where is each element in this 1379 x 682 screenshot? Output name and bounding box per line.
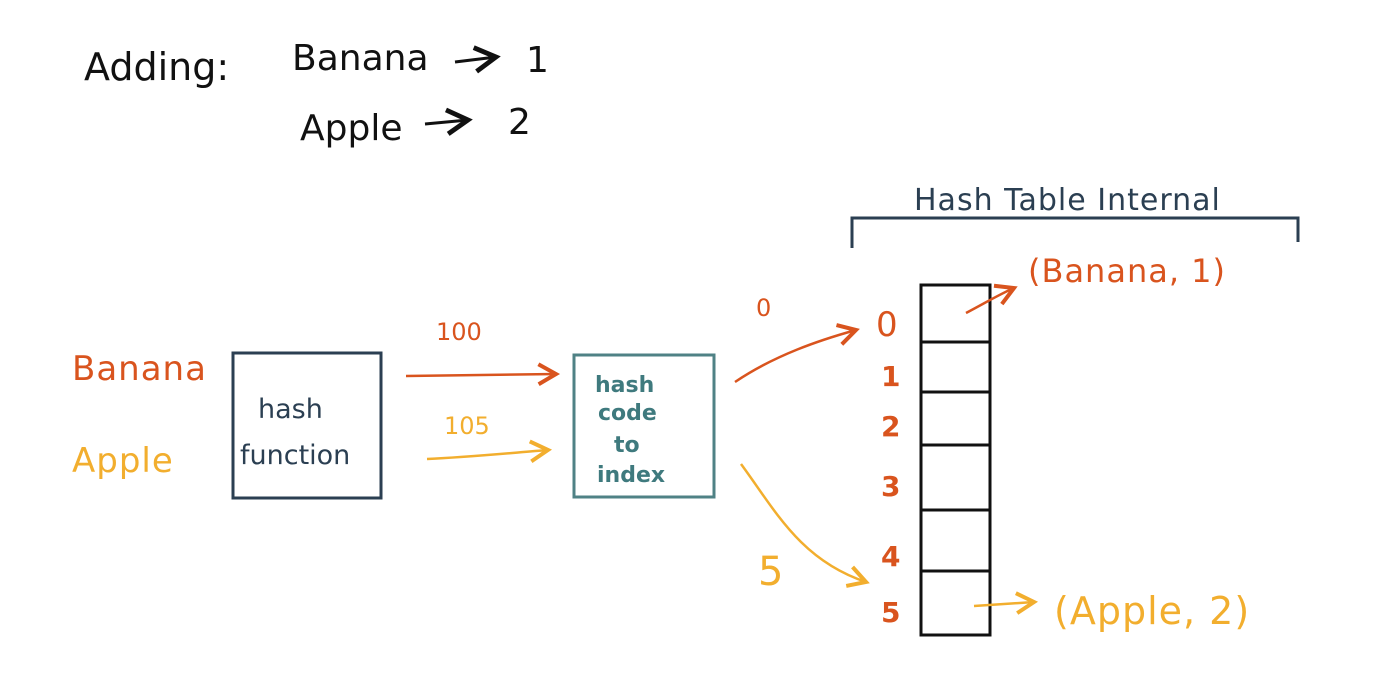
arrow-apple-index bbox=[739, 463, 870, 588]
index-box-label-line1: hash bbox=[595, 373, 654, 398]
hash-code-banana: 100 bbox=[436, 318, 482, 346]
header-arrow-apple bbox=[424, 107, 473, 136]
header-pair-banana-value: 1 bbox=[526, 40, 549, 81]
hash-table bbox=[919, 283, 992, 637]
index-box-label-line2: code bbox=[598, 401, 657, 426]
arrow-banana-hash bbox=[405, 362, 561, 386]
hash-table-bracket bbox=[850, 216, 1300, 248]
hash-table-outline bbox=[919, 283, 992, 637]
header-pair-apple-key: Apple bbox=[300, 108, 402, 149]
arrow-banana-index bbox=[734, 323, 860, 384]
header-pair-apple-value: 2 bbox=[508, 102, 531, 143]
header-arrow-banana bbox=[454, 45, 501, 74]
index-box-label-line4: index bbox=[597, 463, 665, 488]
header-pair-banana-key: Banana bbox=[292, 38, 429, 79]
table-index-4: 4 bbox=[881, 540, 900, 573]
input-banana: Banana bbox=[72, 349, 207, 389]
entry-banana: (Banana, 1) bbox=[1028, 252, 1226, 290]
index-banana: 0 bbox=[756, 294, 771, 322]
table-index-0: 0 bbox=[876, 305, 898, 345]
arrow-entry-apple bbox=[973, 591, 1039, 615]
hash-table-caption: Hash Table Internal bbox=[914, 183, 1221, 218]
table-index-5: 5 bbox=[881, 596, 900, 629]
adding-label: Adding: bbox=[84, 45, 229, 89]
hash-code-to-index-box bbox=[572, 353, 716, 499]
hash-code-apple: 105 bbox=[444, 412, 490, 440]
arrow-apple-hash bbox=[426, 439, 553, 463]
table-index-3: 3 bbox=[881, 470, 900, 503]
hash-function-box bbox=[231, 351, 383, 500]
hash-function-label-line1: hash bbox=[258, 394, 323, 425]
hash-function-label-line2: function bbox=[240, 440, 350, 471]
table-index-1: 1 bbox=[881, 360, 900, 393]
input-apple: Apple bbox=[72, 441, 174, 481]
entry-apple: (Apple, 2) bbox=[1054, 589, 1250, 633]
index-apple: 5 bbox=[758, 549, 783, 595]
arrow-entry-banana bbox=[965, 283, 1018, 315]
index-box-label-line3: to bbox=[614, 433, 640, 458]
table-index-2: 2 bbox=[881, 410, 900, 443]
